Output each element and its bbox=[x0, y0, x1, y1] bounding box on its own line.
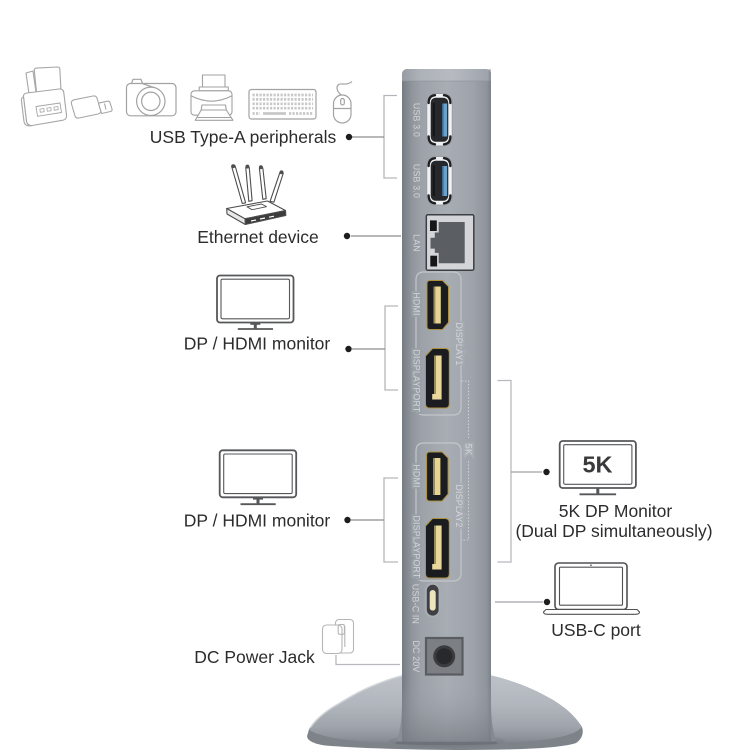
svg-text:Ethernet device: Ethernet device bbox=[197, 227, 319, 247]
svg-text:DP / HDMI monitor: DP / HDMI monitor bbox=[184, 511, 331, 531]
svg-text:LAN: LAN bbox=[412, 234, 422, 252]
svg-text:DISPLAYPORT: DISPLAYPORT bbox=[412, 350, 422, 413]
svg-text:DP / HDMI monitor: DP / HDMI monitor bbox=[184, 334, 331, 354]
svg-text:USB Type-A peripherals: USB Type-A peripherals bbox=[150, 127, 337, 147]
svg-text:USB-C IN: USB-C IN bbox=[411, 584, 421, 624]
svg-text:(Dual DP simultaneously): (Dual DP simultaneously) bbox=[515, 521, 712, 541]
svg-text:DISPLAY1: DISPLAY1 bbox=[454, 323, 464, 366]
svg-text:DC Power Jack: DC Power Jack bbox=[194, 647, 315, 667]
svg-text:USB 3.0: USB 3.0 bbox=[412, 164, 422, 198]
svg-text:DISPLAYPORT: DISPLAYPORT bbox=[412, 516, 422, 579]
svg-text:5K: 5K bbox=[582, 452, 612, 478]
svg-text:HDMI: HDMI bbox=[412, 464, 422, 487]
svg-text:USB 3.0: USB 3.0 bbox=[412, 103, 422, 137]
svg-text:5K: 5K bbox=[464, 444, 474, 456]
svg-text:DC 20V: DC 20V bbox=[411, 640, 421, 672]
svg-text:USB-C port: USB-C port bbox=[551, 620, 641, 640]
svg-text:HDMI: HDMI bbox=[412, 292, 422, 315]
svg-text:DISPLAY2: DISPLAY2 bbox=[454, 485, 464, 528]
svg-text:5K DP Monitor: 5K DP Monitor bbox=[559, 501, 673, 521]
